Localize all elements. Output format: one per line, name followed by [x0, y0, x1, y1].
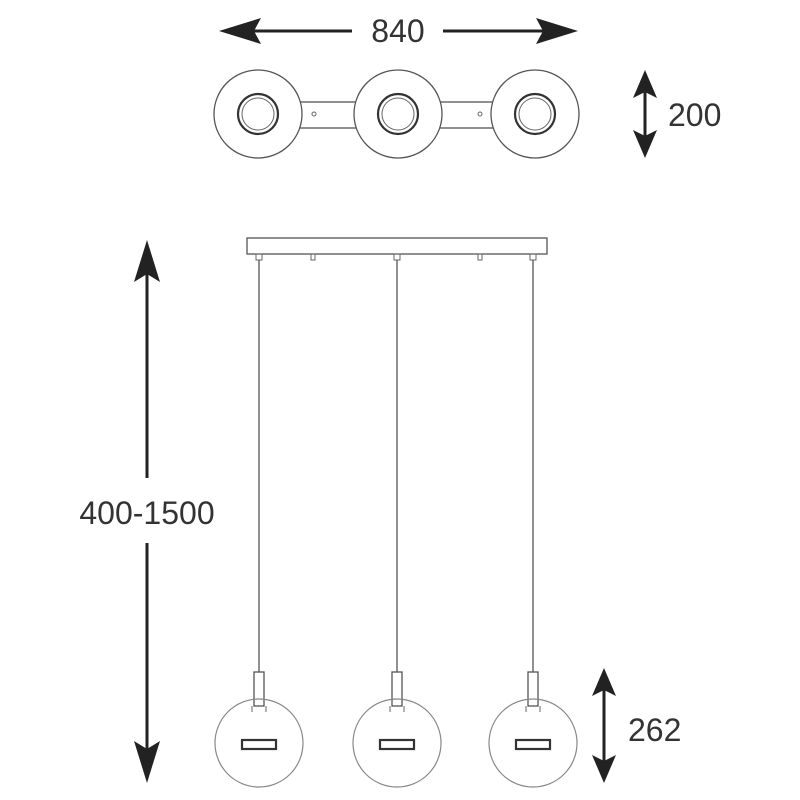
depth-label: 200 [668, 97, 721, 133]
shade-neck-left [251, 706, 267, 712]
shade-height-dimension: 262 [592, 668, 681, 783]
top-view-socket-right-inner [518, 97, 552, 131]
glass-shade-center [352, 698, 442, 788]
height-arrow-top [134, 240, 160, 282]
top-view-socket-left-inner [241, 97, 275, 131]
depth-dimension: 200 [633, 70, 721, 158]
top-view-socket-center-outer [376, 92, 420, 136]
height-label: 400-1500 [79, 495, 214, 531]
cable-grip-right [529, 253, 537, 261]
led-module-center [378, 738, 416, 751]
top-view-screw-right [477, 111, 483, 117]
canopy-screw-right [477, 253, 483, 261]
lamp-holder-center [391, 671, 403, 707]
cable-grip-center [393, 253, 401, 261]
width-label: 840 [371, 13, 424, 49]
top-view-disc-center [353, 69, 443, 159]
shade-arrow-bottom [592, 755, 616, 783]
width-arrow-right [536, 18, 578, 44]
led-module-left [240, 738, 278, 751]
shade-arrow-top [592, 668, 616, 696]
top-view-disc-left [213, 69, 303, 159]
lamp-holder-left [253, 671, 265, 707]
lamp-holder-right [527, 671, 539, 707]
cable-grip-left [255, 253, 263, 261]
side-view [214, 237, 578, 788]
top-view-disc-right [490, 69, 580, 159]
canopy-screw-left [310, 253, 316, 261]
canopy [246, 237, 548, 255]
top-view-socket-center-inner [381, 97, 415, 131]
glass-shade-right [488, 698, 578, 788]
top-view-socket-left-outer [236, 92, 280, 136]
glass-shade-left [214, 698, 304, 788]
led-module-right [514, 738, 552, 751]
width-dimension: 840 [219, 13, 578, 49]
top-view-screw-left [311, 111, 317, 117]
depth-arrow-bottom [633, 130, 657, 158]
height-arrow-bottom [134, 741, 160, 783]
shade-neck-right [525, 706, 541, 712]
height-dimension: 400-1500 [79, 240, 215, 783]
shade-height-label: 262 [628, 712, 681, 748]
depth-arrow-top [633, 70, 657, 98]
top-view-socket-right-outer [513, 92, 557, 136]
width-arrow-left [219, 18, 261, 44]
top-view [213, 69, 580, 159]
shade-neck-center [389, 706, 405, 712]
